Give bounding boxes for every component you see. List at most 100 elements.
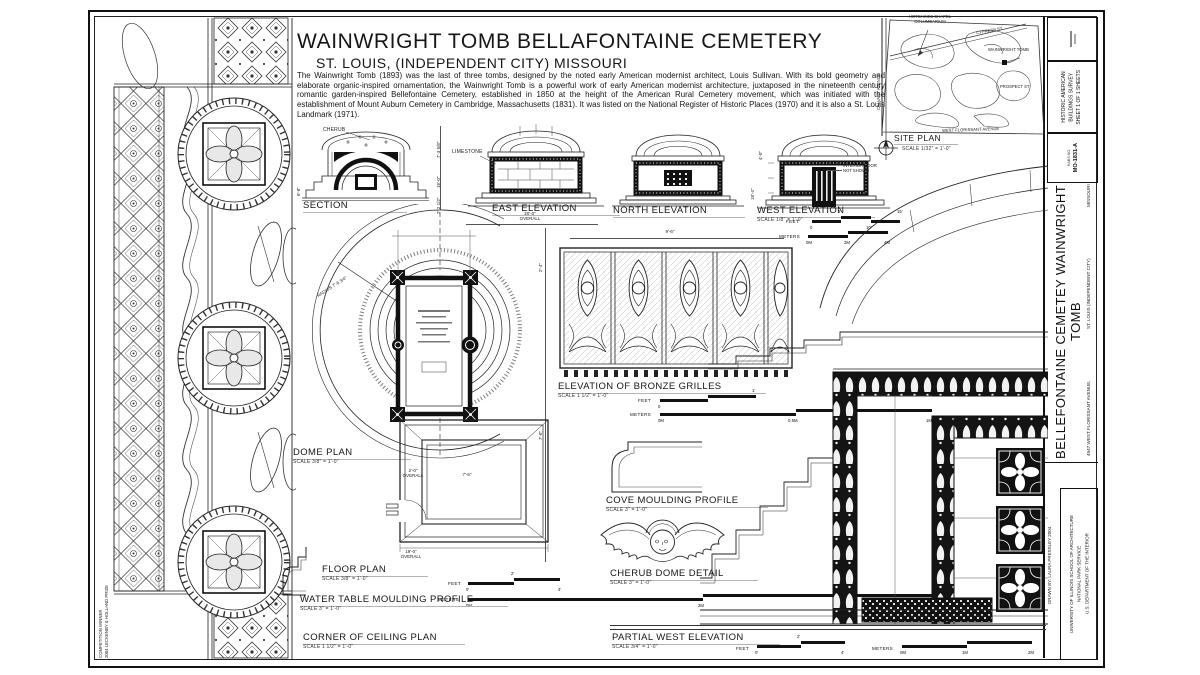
dome-plan-label: DOME PLAN: [293, 447, 411, 460]
competition-line-1: COMPETITION WINNER: [98, 609, 103, 658]
north-elevation-label: NORTH ELEVATION: [613, 205, 745, 218]
plan-feet-tick: 4': [558, 587, 562, 592]
titleblock-main-title: BELLEFONTAINE CEMETEY WAINWRIGHT TOMB: [1052, 184, 1083, 460]
partial-meters-tick: 1M: [962, 650, 968, 655]
cherub-annotation: CHERUB: [323, 127, 346, 133]
titleblock-city: ST. LOUIS (INDEPENDENT CITY): [1085, 258, 1091, 329]
dome-plan-drawing: [312, 204, 522, 459]
water-table-scale: SCALE 3" = 1'-0": [300, 606, 342, 612]
drawn-by: DRAWN BY: LAURA PRESSLEY 2004: [1047, 526, 1052, 604]
partial-west-groundline: [610, 625, 1046, 626]
competition-line-2: 2004 LECKENBY & HOLLAND PRIZE: [104, 585, 109, 658]
grille-meters-bar: [660, 409, 932, 416]
elev-bar-feet-label: FEET: [786, 219, 799, 224]
titleblock-state: MISSOURI: [1085, 184, 1091, 207]
cove-moulding-scale: SCALE 3" = 1'-0": [606, 507, 648, 513]
elev-feet-bar: [812, 216, 900, 223]
titleblock-divider-h: [1043, 462, 1098, 463]
west-elevation-label: WEST ELEVATION: [757, 205, 875, 218]
grille-dim-line: [570, 238, 784, 239]
west-elevation-scale: SCALE 1/8" = 1'-0": [757, 217, 803, 223]
titleblock-habs-box: HABS NO. MO-1831-A: [1047, 133, 1098, 183]
plan-feet-bar: [468, 578, 560, 585]
elev-meters-tick: 0M: [806, 240, 812, 245]
partial-meters-tick: 0M: [900, 650, 906, 655]
grille-feet-tick: 0: [658, 404, 661, 409]
elev-meters-bar: [808, 231, 888, 238]
titleblock-main: BELLEFONTAINE CEMETEY WAINWRIGHT TOMB 49…: [1047, 184, 1096, 460]
partial-west-elevation-drawing: [700, 165, 1048, 625]
outer-border: [88, 10, 1105, 668]
partial-west-label: PARTIAL WEST ELEVATION: [612, 632, 780, 645]
cove-moulding-label: COVE MOULDING PROFILE: [606, 495, 768, 508]
sheet-subtitle: ST. LOUIS, (INDEPENDENT CITY) MISSOURI: [316, 55, 628, 71]
ceiling-plan-label: CORNER OF CEILING PLAN: [303, 632, 465, 645]
floor-plan-drawing: [386, 419, 549, 552]
partial-bar-meters-label: METERS: [872, 646, 893, 651]
bronze-grilles-label: ELEVATION OF BRONZE GRILLES: [558, 381, 766, 394]
dome-plan-scale: SCALE 3/8" = 1'-0": [293, 459, 339, 465]
east-elevation-label: EAST ELEVATION: [492, 203, 620, 216]
plan-meters-tick: 0M: [466, 603, 472, 608]
elev-feet-tick: 5': [838, 209, 842, 214]
inner-border: [94, 16, 1097, 660]
cherub-detail-drawing: [600, 519, 725, 562]
site-label-calvary: CALVARY AVENUE: [876, 73, 881, 110]
plan-meters-bar: [468, 594, 938, 601]
site-plan-scale: SCALE 1/32" = 1'-0": [902, 146, 951, 152]
grille-meters-tick: 0.5M: [788, 418, 798, 423]
limestone-annotation: LIMESTONE: [452, 149, 483, 155]
titleblock-survey-box: HISTORIC AMERICAN BUILDINGS SURVEY SHEET…: [1047, 61, 1098, 133]
grille-meters-tick: 1M: [926, 418, 932, 423]
partial-meters-tick: 2M: [1028, 650, 1034, 655]
plan-meters-tick: 2M: [698, 603, 704, 608]
west-elevation-drawing: [758, 134, 890, 209]
plan-bar-feet-label: FEET: [448, 581, 461, 586]
partial-west-scale: SCALE 3/4" = 1'-0": [612, 644, 658, 650]
interior-door-annotation: INTERIOR DOOR NOT SHOWN: [843, 163, 877, 173]
grille-bar-meters-label: METERS: [630, 412, 651, 417]
sheet-description: The Wainwright Tomb (1893) was the last …: [297, 71, 885, 119]
agency-box: UNIVERSITY OF ILLINOIS SCHOOL OF ARCHITE…: [1060, 488, 1098, 660]
bronze-grilles-scale: SCALE 1 1/2" = 1'-0": [558, 393, 609, 399]
chain-dim-upper: 2'-4": [538, 263, 543, 272]
bronze-grilles-drawing: [559, 247, 793, 377]
section-dim-left: 6'-8": [296, 187, 301, 196]
partial-west-groundline-2: [610, 629, 1046, 630]
cherub-detail-label: CHERUB DOME DETAIL: [610, 568, 758, 581]
floor-dim-top-left: 2'-0" OVERALL: [402, 468, 424, 479]
elev-feet-tick: 10': [866, 225, 872, 230]
titleblock-address: 4947 WEST FLORISSANT AVENUE, ST. LOUIS (…: [1086, 184, 1091, 456]
site-label-chapel: HOTCHKISS CHAPEL COLUMBARIUM: [908, 14, 952, 24]
partial-feet-tick: 4': [841, 650, 845, 655]
elev-meters-tick: 2M: [844, 240, 850, 245]
site-label-prospect: PROSPECT ST: [1000, 84, 1030, 89]
site-plan-drawing: [874, 18, 1045, 160]
titleblock-top-box: [1047, 17, 1098, 61]
site-label-tomb: WAINWRIGHT TOMB: [988, 47, 1029, 52]
ceiling-plan-ornament-drawing: [113, 17, 296, 660]
floor-plan-label: FLOOR PLAN: [322, 564, 428, 577]
water-table-profile-drawing: [282, 547, 307, 596]
dim-chain-line: [545, 228, 546, 562]
cherub-detail-scale: SCALE 3" = 1'-0": [610, 580, 652, 586]
floor-plan-scale: SCALE 3/8" = 1'-0": [322, 576, 368, 582]
north-compass-icon: [874, 136, 898, 160]
survey-name: HISTORIC AMERICAN BUILDINGS SURVEY SHEET…: [1061, 69, 1083, 125]
elev-feet-tick: 15': [897, 209, 903, 214]
partial-feet-tick: 2': [797, 634, 801, 639]
plan-bar-meters-label: METERS: [438, 597, 459, 602]
east-overall-dim: 20'-0" OVERALL: [519, 211, 541, 222]
section-dim-line: [440, 126, 441, 210]
grille-meters-tick: 0M: [658, 418, 664, 423]
titleblock-street: 4947 WEST FLORISSANT AVENUE,: [1085, 380, 1091, 456]
interior-door-leader: [826, 170, 842, 171]
section-drawing: [302, 131, 429, 201]
sheet-title: WAINWRIGHT TOMB BELLAFONTAINE CEMETERY: [297, 30, 823, 53]
east-dim-line: [466, 224, 598, 225]
site-plan-label: SITE PLAN: [894, 133, 958, 145]
grille-feet-bar: [660, 395, 756, 402]
habs-number: MO-1831-A: [1072, 143, 1079, 173]
partial-bar-feet-label: FEET: [736, 646, 749, 651]
